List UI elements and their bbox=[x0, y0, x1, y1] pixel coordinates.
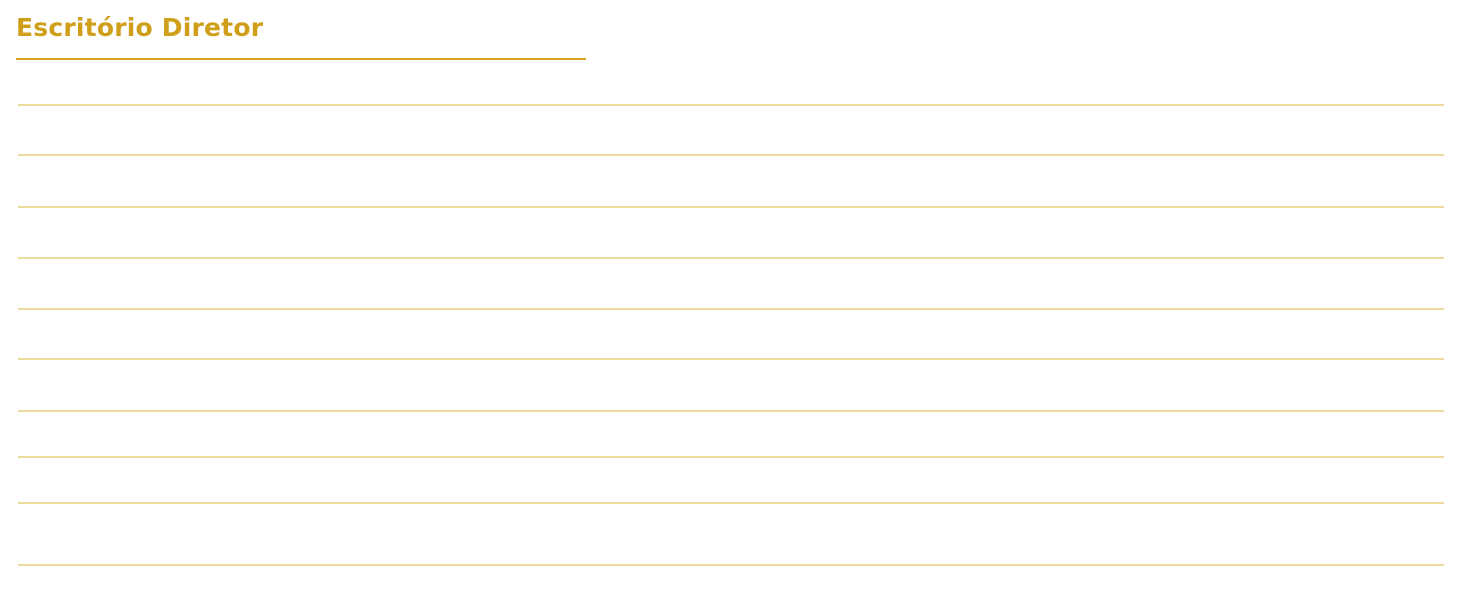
ruled-line bbox=[18, 502, 1444, 504]
ruled-line bbox=[18, 104, 1444, 106]
ruled-line bbox=[18, 358, 1444, 360]
ruled-writing-area bbox=[18, 0, 1444, 598]
ruled-line bbox=[18, 456, 1444, 458]
ruled-line bbox=[18, 154, 1444, 156]
ruled-line bbox=[18, 564, 1444, 566]
section-title: Escritório Diretor bbox=[16, 13, 264, 42]
ruled-line bbox=[18, 206, 1444, 208]
ruled-line bbox=[18, 257, 1444, 259]
ruled-line bbox=[18, 410, 1444, 412]
ruled-line bbox=[18, 308, 1444, 310]
title-underline bbox=[16, 58, 586, 60]
